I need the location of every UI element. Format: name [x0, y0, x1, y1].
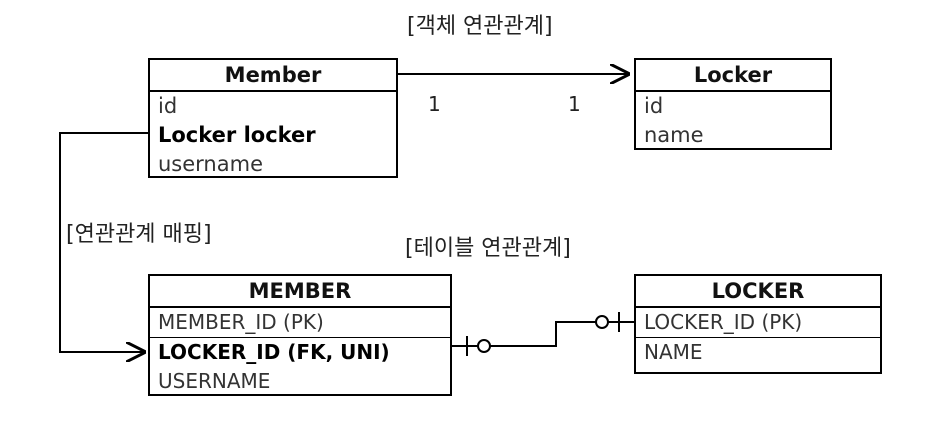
locker-class-box: Locker id name [634, 58, 832, 150]
member-field-username: username [158, 152, 263, 176]
multiplicity-target: 1 [568, 92, 581, 116]
locker-field-id: id [644, 94, 664, 118]
mapping-connector-arrow [59, 132, 148, 352]
member-class-box: Member id Locker locker username [148, 58, 398, 178]
locker-column-name: NAME [636, 337, 880, 367]
locker-column-locker-id: LOCKER_ID (PK) [644, 310, 803, 334]
mapping-title: [연관관계 매핑] [66, 222, 212, 247]
locker-table-box: LOCKER LOCKER_ID (PK) NAME [634, 274, 882, 374]
multiplicity-source: 1 [428, 92, 441, 116]
locker-table-name: LOCKER [636, 276, 880, 308]
member-field-locker: Locker locker [158, 123, 316, 147]
member-table-name: MEMBER [150, 276, 450, 308]
locker-class-name: Locker [636, 60, 830, 92]
table-relation-title: [테이블 연관관계] [405, 236, 571, 261]
object-relation-title: [객체 연관관계] [407, 14, 553, 39]
member-field-id: id [158, 94, 178, 118]
member-class-name: Member [150, 60, 396, 92]
member-column-member-id: MEMBER_ID (PK) [158, 310, 324, 334]
member-column-locker-id: LOCKER_ID (FK, UNI) [150, 337, 450, 367]
member-column-username: USERNAME [158, 369, 271, 393]
member-table-box: MEMBER MEMBER_ID (PK) LOCKER_ID (FK, UNI… [148, 274, 452, 396]
locker-field-name: name [644, 123, 704, 147]
relation-left-circle [477, 339, 491, 353]
relation-right-circle [595, 315, 609, 329]
